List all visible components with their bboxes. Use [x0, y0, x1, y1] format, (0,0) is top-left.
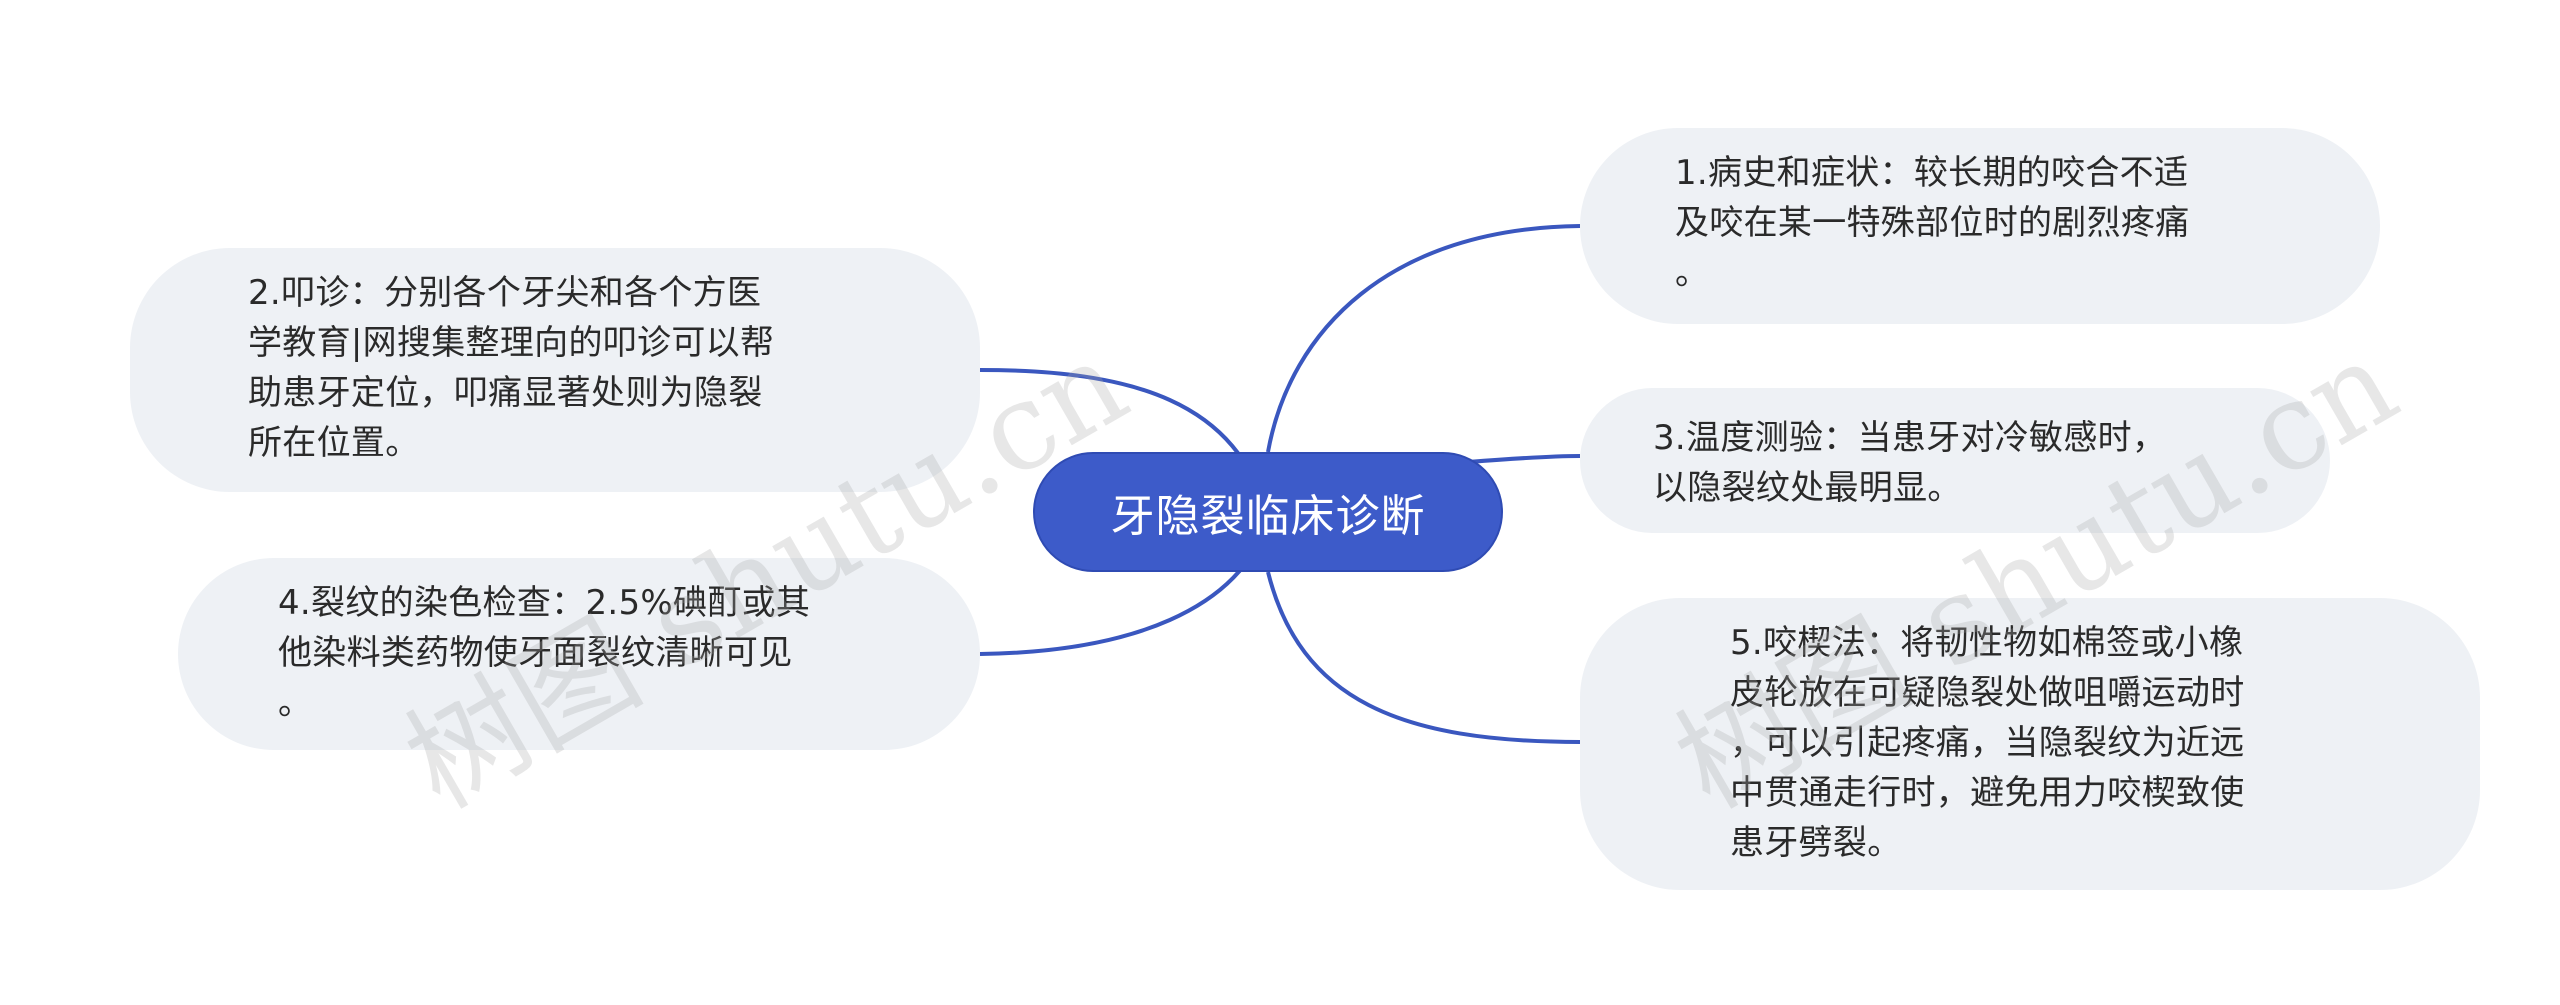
node-5-bite-wedge-test[interactable]: 5.咬楔法：将韧性物如棉签或小橡 皮轮放在可疑隐裂处做咀嚼运动时 ，可以引起疼痛… — [1580, 598, 2480, 890]
node-3-temperature-test[interactable]: 3.温度测验：当患牙对冷敏感时， 以隐裂纹处最明显。 — [1580, 388, 2330, 533]
node-3-text: 3.温度测验：当患牙对冷敏感时， 以隐裂纹处最明显。 — [1653, 418, 2167, 508]
center-topic-node[interactable]: 牙隐裂临床诊断 — [1033, 452, 1503, 572]
center-topic-label: 牙隐裂临床诊断 — [1110, 491, 1426, 542]
node-2-text: 2.叩诊：分别各个牙尖和各个方医 学教育|网搜集整理向的叩诊可以帮 助患牙定位，… — [248, 273, 775, 463]
node-2-percussion-test[interactable]: 2.叩诊：分别各个牙尖和各个方医 学教育|网搜集整理向的叩诊可以帮 助患牙定位，… — [130, 248, 980, 492]
connector-to-node-5 — [1266, 571, 1581, 744]
connector-to-node-1 — [1266, 224, 1581, 453]
node-1-text: 1.病史和症状：较长期的咬合不适 及咬在某一特殊部位时的剧烈疼痛 。 — [1675, 153, 2190, 293]
node-4-crack-staining[interactable]: 4.裂纹的染色检查：2.5%碘酊或其 他染料类药物使牙面裂纹清晰可见 。 — [178, 558, 980, 750]
node-1-history-symptoms[interactable]: 1.病史和症状：较长期的咬合不适 及咬在某一特殊部位时的剧烈疼痛 。 — [1580, 128, 2380, 324]
node-5-text: 5.咬楔法：将韧性物如棉签或小橡 皮轮放在可疑隐裂处做咀嚼运动时 ，可以引起疼痛… — [1730, 623, 2245, 863]
connector-to-node-3 — [1467, 454, 1581, 464]
node-4-text: 4.裂纹的染色检查：2.5%碘酊或其 他染料类药物使牙面裂纹清晰可见 。 — [278, 583, 811, 723]
